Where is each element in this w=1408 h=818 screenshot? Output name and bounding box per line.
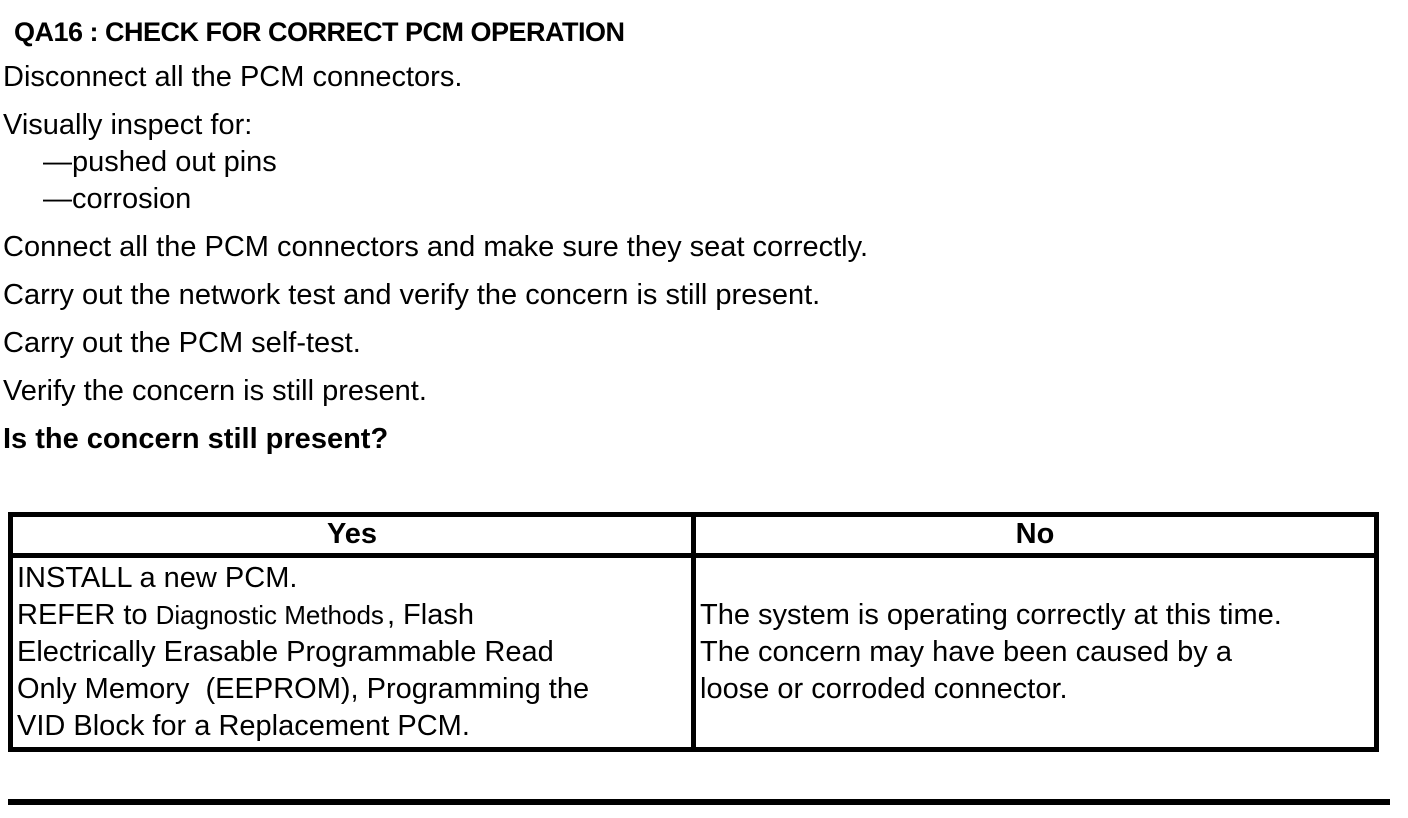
- step-inspect-intro: Visually inspect for:: [3, 109, 253, 141]
- yes-cell-line: Electrically Erasable Programmable Read: [17, 636, 554, 668]
- no-cell: The system is operating correctly at thi…: [691, 553, 1379, 752]
- decision-question: Is the concern still present?: [3, 423, 389, 455]
- yes-cell-line: Only Memory (EEPROM), Programming the: [17, 673, 590, 705]
- bottom-divider: [8, 799, 1390, 805]
- yes-cell-line: VID Block for a Replacement PCM.: [17, 710, 470, 742]
- yes-column-header: Yes: [8, 512, 696, 558]
- decision-table-header-row: Yes No: [8, 512, 1379, 558]
- step-self-test: Carry out the PCM self-test.: [3, 327, 361, 359]
- diagnostic-methods-link[interactable]: Diagnostic Methods: [155, 600, 384, 630]
- no-cell-line: The concern may have been caused by a: [700, 636, 1232, 668]
- inspect-item-pins: —pushed out pins: [43, 146, 277, 178]
- no-cell-line: loose or corroded connector.: [700, 673, 1068, 705]
- decision-table-body-row: INSTALL a new PCM. REFER to Diagnostic M…: [8, 553, 1379, 752]
- decision-table: Yes No INSTALL a new PCM. REFER to Diagn…: [8, 512, 1379, 752]
- step-verify: Verify the concern is still present.: [3, 375, 427, 407]
- refer-suffix-text: , Flash: [386, 599, 474, 631]
- yes-cell-line: REFER to Diagnostic Methods, Flash: [17, 597, 688, 634]
- no-column-header: No: [691, 512, 1379, 558]
- inspect-list: —pushed out pins —corrosion: [43, 144, 1408, 218]
- step-disconnect: Disconnect all the PCM connectors.: [3, 61, 463, 93]
- inspect-item-corrosion: —corrosion: [43, 183, 192, 215]
- procedure-title: QA16 : CHECK FOR CORRECT PCM OPERATION: [14, 17, 625, 47]
- yes-cell-line: INSTALL a new PCM.: [17, 562, 298, 594]
- refer-prefix-text: REFER to: [17, 599, 156, 631]
- step-network-test: Carry out the network test and verify th…: [3, 279, 821, 311]
- yes-cell: INSTALL a new PCM. REFER to Diagnostic M…: [8, 553, 696, 752]
- no-cell-line: The system is operating correctly at thi…: [700, 599, 1282, 631]
- step-connect: Connect all the PCM connectors and make …: [3, 231, 869, 263]
